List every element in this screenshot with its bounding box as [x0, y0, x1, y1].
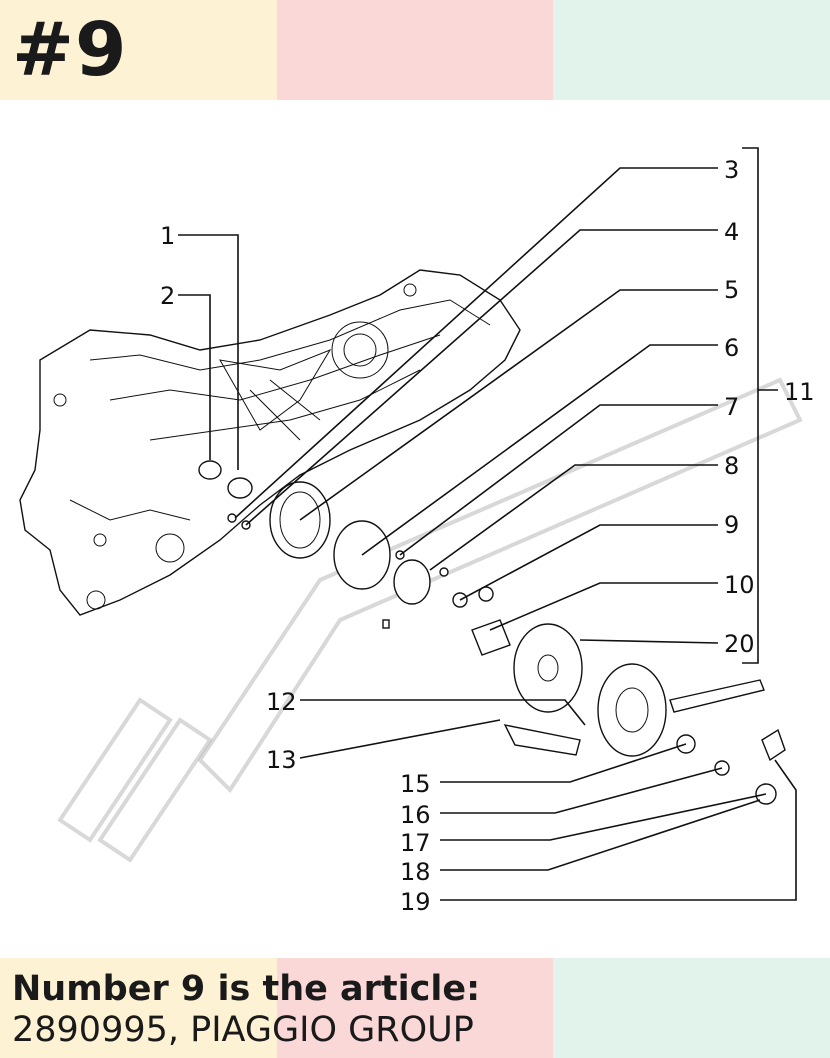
callout-6: 6 — [724, 334, 739, 362]
callout-3: 3 — [724, 156, 739, 184]
callout-4: 4 — [724, 218, 739, 246]
callout-13: 13 — [266, 746, 297, 774]
callout-5: 5 — [724, 276, 739, 304]
callout-16: 16 — [400, 801, 431, 829]
page-title: #9 — [12, 7, 128, 93]
band-yellow-bottom — [0, 958, 277, 1058]
exploded-parts-diagram: 1 2 3 4 5 6 7 8 9 10 11 12 13 15 16 17 1… — [19, 147, 815, 916]
watermark — [57, 377, 803, 863]
callout-18: 18 — [400, 858, 431, 886]
callout-9: 9 — [724, 511, 739, 539]
callout-1: 1 — [160, 222, 175, 250]
callout-15: 15 — [400, 770, 431, 798]
callout-10: 10 — [724, 571, 755, 599]
article-number: 2890995, PIAGGIO GROUP — [12, 1010, 474, 1050]
callout-labels: 1 2 3 4 5 6 7 8 9 10 11 12 13 15 16 17 1… — [160, 156, 815, 916]
band-mint-bottom — [553, 958, 830, 1058]
callout-19: 19 — [400, 888, 431, 916]
footer-band — [0, 958, 830, 1058]
callout-8: 8 — [724, 452, 739, 480]
callout-17: 17 — [400, 829, 431, 857]
article-caption: Number 9 is the article: — [12, 969, 481, 1009]
callout-11: 11 — [784, 378, 815, 406]
band-pink — [277, 0, 553, 100]
callout-7: 7 — [724, 393, 739, 421]
band-mint — [553, 0, 830, 100]
crankcase — [19, 269, 521, 616]
band-pink-bottom — [277, 958, 553, 1058]
band-yellow — [0, 0, 277, 100]
callout-2: 2 — [160, 282, 175, 310]
callout-12: 12 — [266, 688, 297, 716]
callout-20: 20 — [724, 630, 755, 658]
leader-lines — [178, 147, 797, 901]
header-band — [0, 0, 830, 100]
